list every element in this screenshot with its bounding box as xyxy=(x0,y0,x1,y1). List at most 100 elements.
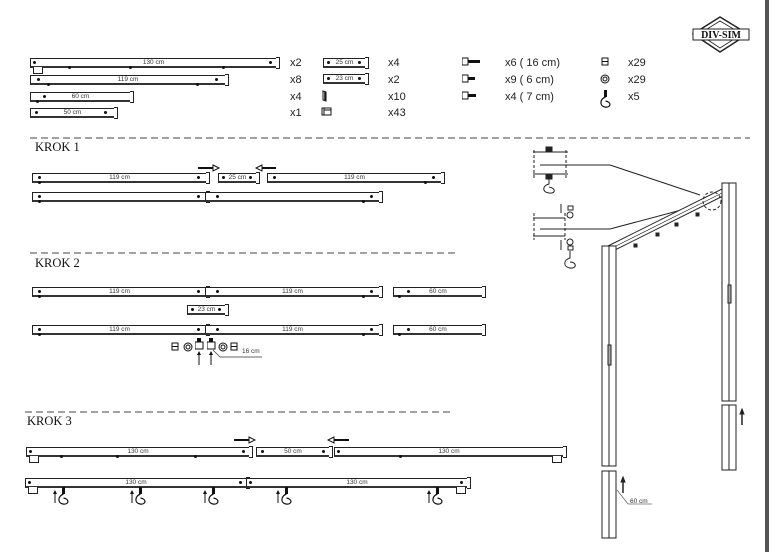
clip-icon xyxy=(322,90,327,102)
short-bolt-icon xyxy=(462,74,475,83)
bolt-hole xyxy=(38,181,42,184)
bolt-hole xyxy=(361,333,365,336)
beam-part: 60 cm xyxy=(30,91,134,103)
bolt-hole xyxy=(327,77,331,80)
arrow-up-icon xyxy=(209,351,213,365)
beam-part: 119 cm xyxy=(205,286,383,298)
bolt-hole xyxy=(222,66,226,69)
bolt-hole xyxy=(190,308,194,311)
bolt-hole xyxy=(197,176,201,179)
bolt-hole xyxy=(242,450,246,453)
quantity-label: x29 xyxy=(628,74,646,86)
bolt-hole xyxy=(268,61,272,64)
bolt-hole xyxy=(221,176,225,179)
quantity-label: x43 xyxy=(388,107,406,119)
quantity-label: x5 xyxy=(628,91,640,103)
beam-part: 23 cm xyxy=(187,304,229,316)
bolt-hole xyxy=(35,100,39,103)
mounting-bracket xyxy=(456,487,466,494)
beam-part: 119 cm xyxy=(267,172,445,184)
beam-length-label: 130 cm xyxy=(125,479,147,486)
leader-line xyxy=(212,349,262,358)
bolt-hole xyxy=(104,111,108,114)
detail-view-hook xyxy=(533,146,701,196)
mounting-bracket xyxy=(29,456,39,463)
beam-part: 130 cm xyxy=(26,446,253,458)
beam-part: 119 cm xyxy=(32,172,210,184)
beam-length-label: 119 cm xyxy=(109,326,130,333)
bolt-hole xyxy=(38,176,42,179)
bolt-hole xyxy=(239,481,243,484)
hook-icon xyxy=(53,487,69,505)
bolt-hole xyxy=(197,195,201,198)
bolt-hole xyxy=(261,450,265,453)
bolt-hole xyxy=(33,61,37,64)
medium-bolt-icon xyxy=(462,91,476,100)
quantity-label: x8 xyxy=(290,74,302,86)
bolt-hole xyxy=(357,77,361,80)
bolt-hole xyxy=(407,290,411,293)
quantity-label: x29 xyxy=(628,57,646,69)
beam-length-label: 119 cm xyxy=(282,326,303,333)
mounting-bracket xyxy=(33,67,43,74)
beam-length-label: 23 cm xyxy=(197,306,216,313)
quantity-label: x1 xyxy=(290,107,302,119)
arrow-right-icon xyxy=(198,164,221,172)
end-cap-icon xyxy=(321,107,332,116)
beam-length-label: 60 cm xyxy=(71,93,90,100)
assembled-frame-drawing xyxy=(601,182,745,539)
bolt-hole xyxy=(28,481,32,484)
nut-icon xyxy=(230,342,238,351)
beam-length-label: 119 cm xyxy=(344,174,365,181)
beam-length-label: 119 cm xyxy=(109,174,130,181)
beam-length-label: 130 cm xyxy=(438,448,460,455)
quantity-label: x2 xyxy=(388,74,400,86)
bolt-hole xyxy=(407,328,411,331)
bolt-hole xyxy=(195,83,199,86)
svg-text:DIV-SIM: DIV-SIM xyxy=(701,30,741,41)
bolt-hole xyxy=(218,308,222,311)
bolt-hole xyxy=(370,328,374,331)
arrow-left-icon xyxy=(254,164,276,172)
mounting-bracket xyxy=(28,487,38,494)
bolt-hole xyxy=(337,450,341,453)
beam-part: 25 cm xyxy=(218,172,260,184)
bolt-hole xyxy=(398,333,402,336)
arrow-right-icon xyxy=(234,436,257,444)
bolt-hole xyxy=(321,450,325,453)
bolt-hole xyxy=(193,455,197,458)
nut-icon xyxy=(171,342,179,351)
quantity-label: x10 xyxy=(388,91,406,103)
beam-part: 119 cm xyxy=(205,324,383,336)
long-bolt-icon xyxy=(462,57,480,66)
arrow-left-icon xyxy=(326,436,349,444)
bolt-hole xyxy=(460,481,464,484)
bolt-hole xyxy=(423,181,427,184)
beam-part: 119 cm xyxy=(30,74,229,86)
hook-icon xyxy=(130,487,146,505)
beam-part: 50 cm xyxy=(256,446,333,458)
beam-length-label: 119 cm xyxy=(117,76,139,83)
beam-part: 60 cm xyxy=(393,324,486,336)
bolt-hole xyxy=(46,83,50,86)
beam-length-label: 60 cm xyxy=(429,288,447,295)
bolt-hole xyxy=(42,95,46,98)
bolt-hole xyxy=(115,455,119,458)
beam-part xyxy=(205,191,383,203)
right-border xyxy=(765,0,769,552)
step-1-title: KROK 1 xyxy=(35,140,80,154)
bolt-hole xyxy=(38,195,42,198)
brand-logo: DIV-SIM xyxy=(691,16,750,53)
beam-length-label: 119 cm xyxy=(109,288,130,295)
beam-part: 119 cm xyxy=(32,324,210,336)
bolt-hole xyxy=(197,328,201,331)
bolt-hole xyxy=(35,111,39,114)
washer-icon xyxy=(218,342,228,352)
bolt-hole xyxy=(60,455,64,458)
bolt-hole xyxy=(357,61,361,64)
bolt-hole xyxy=(38,290,42,293)
bolt-hole xyxy=(67,66,71,69)
beam-part: 130 cm xyxy=(30,57,280,69)
washer-icon xyxy=(600,74,610,84)
